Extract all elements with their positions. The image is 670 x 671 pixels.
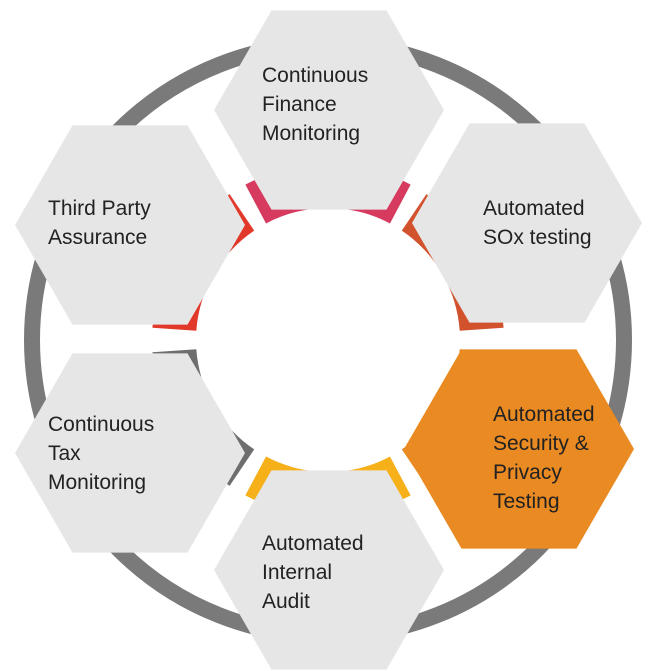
hexagon-shape	[412, 123, 642, 323]
hexagon-shape	[15, 125, 245, 325]
hex-label-line: Third Party	[48, 197, 151, 220]
hex-label-line: Assurance	[48, 226, 147, 249]
hex-label-line: Automated	[262, 532, 364, 555]
hex-label-line: Internal	[262, 561, 332, 584]
hex-label-line: Testing	[493, 490, 560, 513]
hex-label-line: Automated	[493, 403, 595, 426]
hex-label-line: Privacy	[493, 461, 562, 484]
hex-label-line: Monitoring	[262, 122, 360, 145]
hex-label-line: Continuous	[262, 64, 368, 87]
hex-label-line: SOx testing	[483, 226, 592, 249]
hex-label-line: Security &	[493, 432, 589, 455]
hexagon-shape	[404, 349, 634, 549]
hex-label-line: Audit	[262, 590, 310, 613]
hex-label-line: Monitoring	[48, 471, 146, 494]
hex-label-line: Finance	[262, 93, 337, 116]
hexagon-shape	[15, 353, 245, 553]
hexagon-shape	[214, 10, 444, 210]
hex-label-line: Automated	[483, 197, 585, 220]
hex-label-line: Continuous	[48, 413, 154, 436]
hex-label-line: Tax	[48, 442, 81, 465]
hexagon-shape	[214, 470, 444, 670]
